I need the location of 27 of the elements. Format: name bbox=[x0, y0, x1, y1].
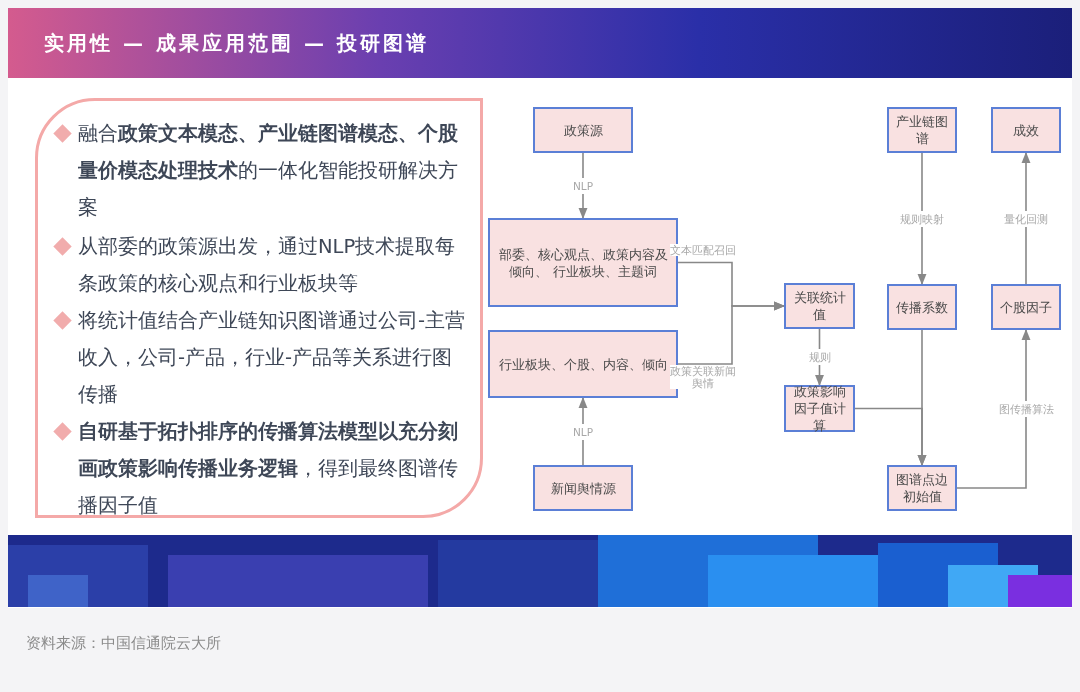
process-box: 个股因子 bbox=[991, 284, 1061, 330]
process-box: 新闻舆情源 bbox=[533, 465, 633, 511]
bullet-text: 将统计值结合产业链知识图谱通过公司-主营收入，公司-产品，行业-产品等关系进行图传播 bbox=[78, 308, 467, 408]
arrow bbox=[956, 328, 1031, 489]
arrow bbox=[815, 328, 824, 387]
arrow bbox=[578, 396, 588, 466]
text-panel bbox=[35, 98, 483, 518]
process-box: 关联统计值 bbox=[784, 283, 855, 329]
process-box: 图谱点边初始值 bbox=[887, 465, 957, 511]
bullet-text: 从部委的政策源出发，通过NLP技术提取每条政策的核心观点和行业板块等 bbox=[78, 234, 457, 297]
edge-label: 规则 bbox=[808, 349, 831, 365]
edge-label: 政策关联新闻舆情 bbox=[670, 365, 736, 389]
process-box: 产业链图谱 bbox=[887, 107, 957, 153]
bullet-text: 融合政策文本模态、产业链图谱模态、个股量价模态处理技术的一体化智能投研解决方案 bbox=[78, 121, 459, 221]
process-box: 传播系数 bbox=[887, 284, 957, 330]
caption: 资料来源：中国信通院云大所 bbox=[26, 634, 221, 653]
process-box: 政策源 bbox=[533, 107, 633, 153]
title: 实用性 — 成果应用范围 — 投研图谱 bbox=[44, 30, 429, 57]
bullet-text: 自研基于拓扑排序的传播算法模型以充分刻画政策影响传播业务逻辑，得到最终图谱传播因子值 bbox=[78, 419, 459, 519]
process-box: 政策影响因子值计算 bbox=[784, 385, 855, 432]
process-box: 成效 bbox=[991, 107, 1061, 153]
arrow bbox=[1021, 151, 1031, 285]
arrow bbox=[854, 407, 927, 467]
edge-label: 图传播算法 bbox=[998, 401, 1054, 417]
arrow bbox=[578, 152, 588, 220]
arrow bbox=[677, 301, 786, 365]
arrow bbox=[917, 152, 927, 286]
